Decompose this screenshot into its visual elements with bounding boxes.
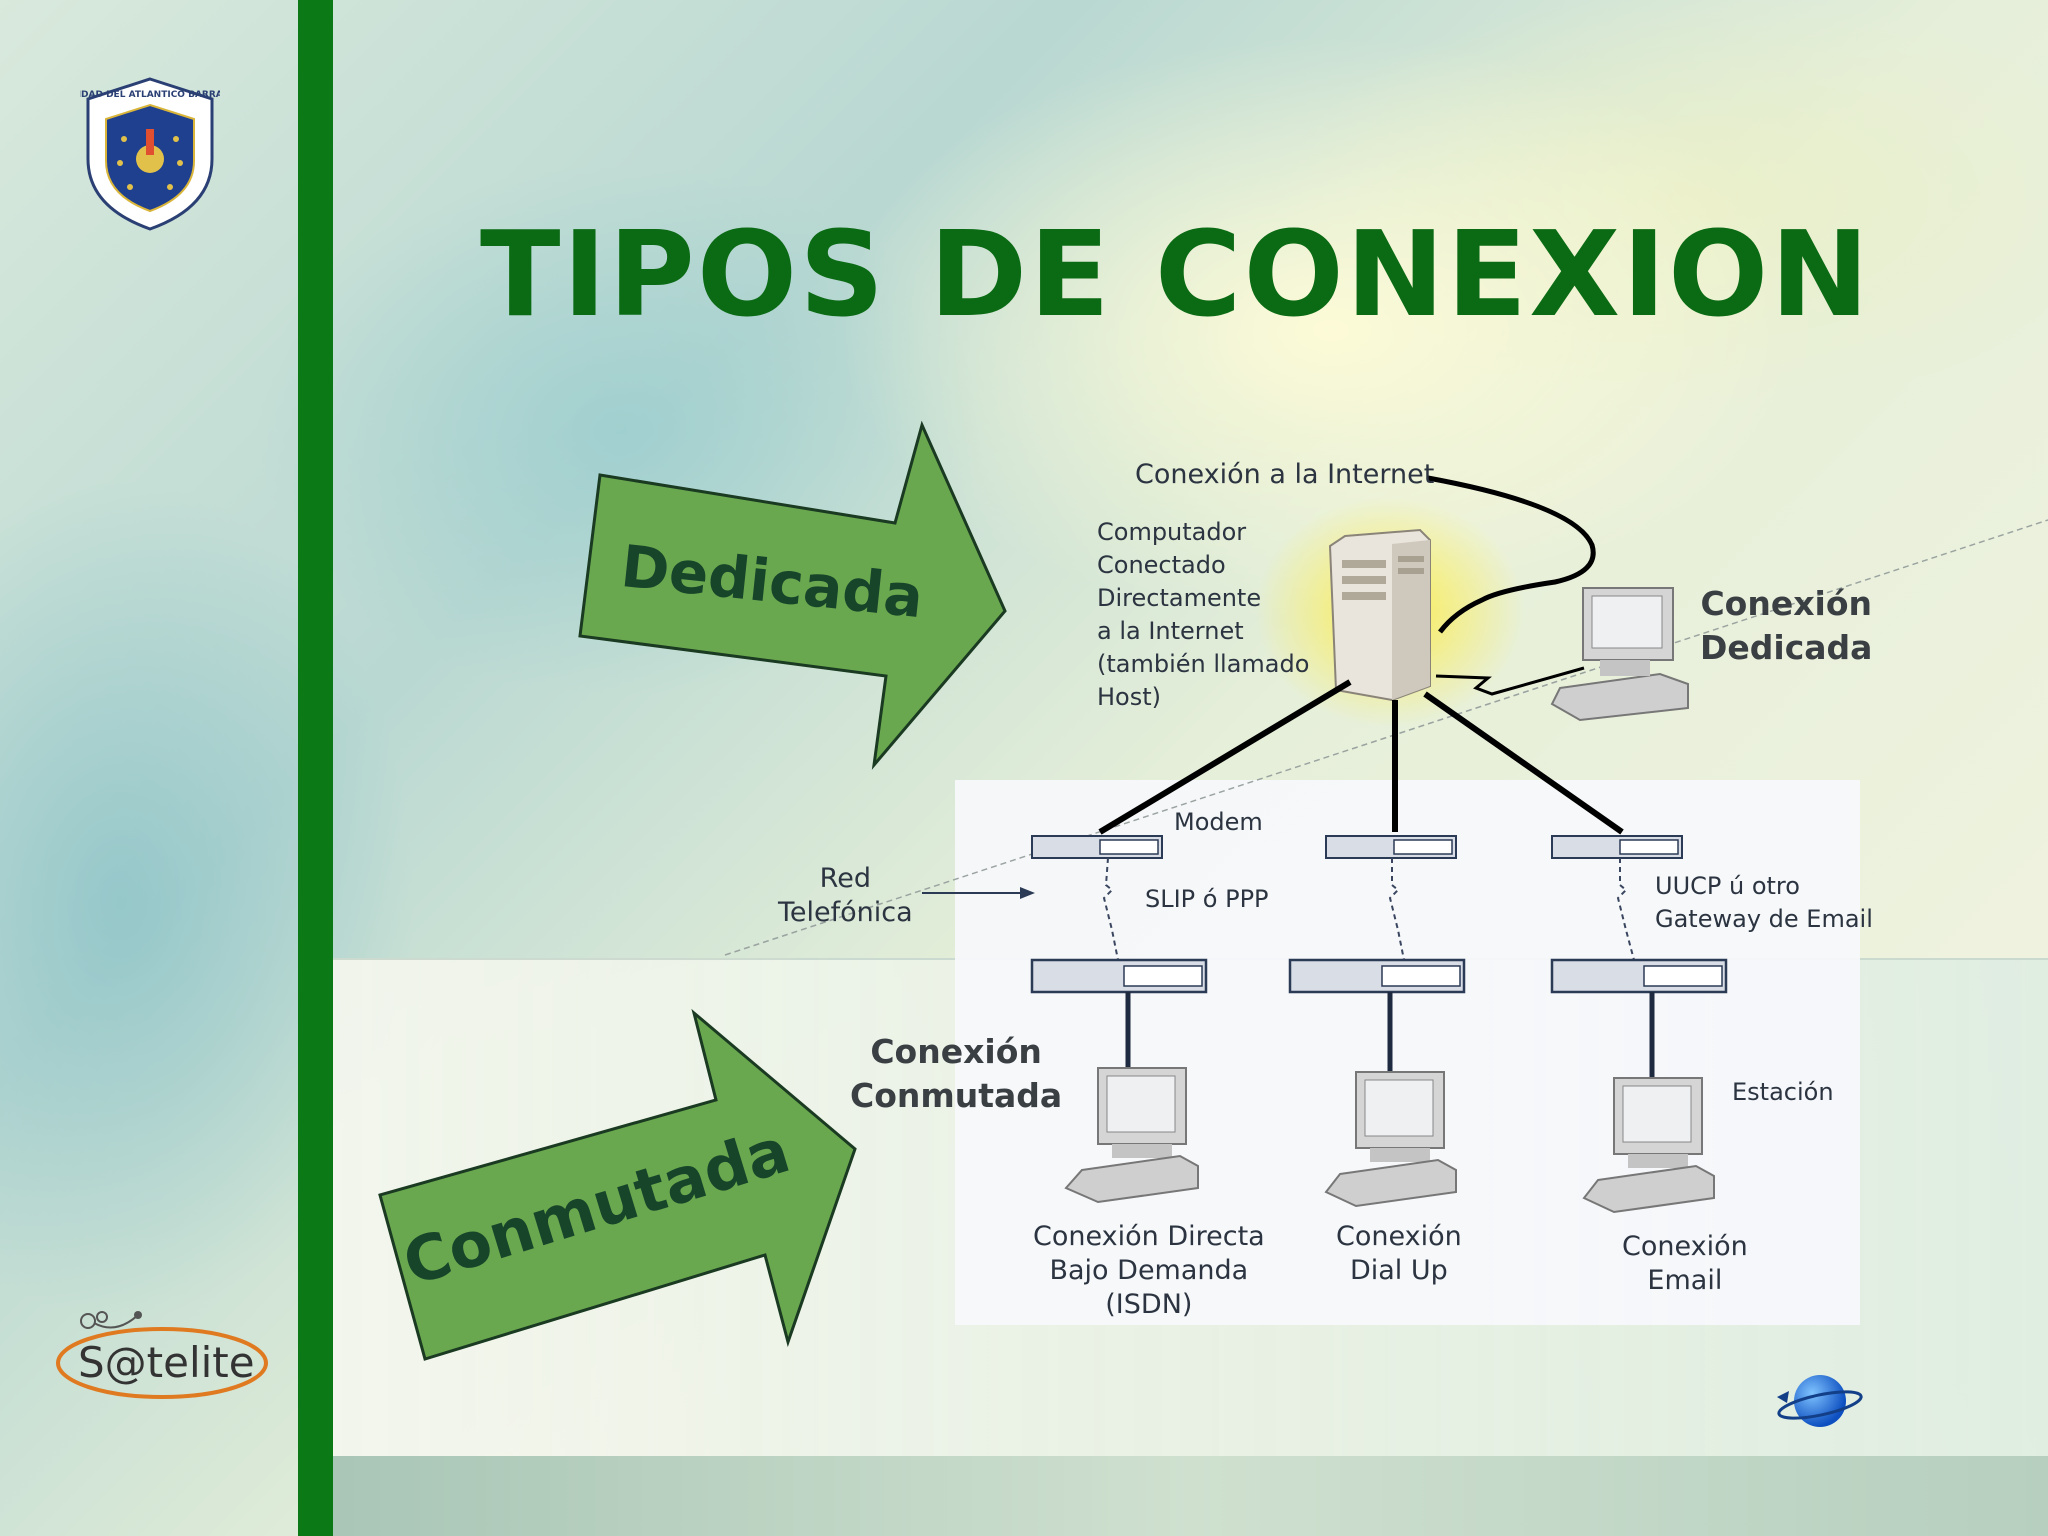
crest-text: UNIVERSIDAD DEL ATLANTICO BARRANQUILLA xyxy=(80,90,220,100)
isdn-label: Conexión Directa Bajo Demanda (ISDN) xyxy=(1033,1220,1265,1322)
email-line: Conexión xyxy=(1622,1231,1748,1262)
server-icon xyxy=(1328,528,1431,702)
dedicated-link xyxy=(1435,666,1585,696)
dedicated-line: Dedicada xyxy=(1700,628,1873,667)
dialup-label: Conexión Dial Up xyxy=(1336,1220,1462,1288)
modem-icon xyxy=(1031,835,1683,859)
page-title: TIPOS DE CONEXION xyxy=(480,205,1872,343)
dedicated-connection-label: Conexión Dedicada xyxy=(1700,582,1872,670)
globe-icon[interactable] xyxy=(1775,1365,1865,1437)
internet-cable xyxy=(1427,475,1596,634)
email-line: Email xyxy=(1647,1265,1723,1296)
host-line: Conectado xyxy=(1097,551,1226,579)
uucp-line: Gateway de Email xyxy=(1655,905,1873,933)
host-line: (también llamado xyxy=(1097,650,1310,678)
host-line: Host) xyxy=(1097,683,1162,711)
phone-network-label: Red Telefónica xyxy=(778,862,913,930)
uucp-label: UUCP ú otro Gateway de Email xyxy=(1655,870,1873,936)
university-crest-icon: UNIVERSIDAD DEL ATLANTICO BARRANQUILLA xyxy=(80,77,220,231)
dialup-line: Conexión xyxy=(1336,1221,1462,1252)
isdn-line: Bajo Demanda xyxy=(1049,1255,1249,1286)
left-accent-bar xyxy=(298,0,333,1536)
station-label: Estación xyxy=(1732,1078,1834,1106)
dedicated-line: Conexión xyxy=(1700,584,1872,623)
slip-ppp-label: SLIP ó PPP xyxy=(1145,885,1269,913)
background-guide-line xyxy=(724,519,2048,956)
phone-net-line: Red xyxy=(819,863,871,894)
switched-connection-label: Conexión Conmutada xyxy=(850,1030,1062,1118)
satelite-logo-icon: S@telite xyxy=(56,1311,268,1399)
diagram-panel xyxy=(955,780,1860,1325)
phone-net-line: Telefónica xyxy=(778,897,913,928)
dedicada-arrow xyxy=(578,420,1007,770)
internet-connection-label: Conexión a la Internet xyxy=(1135,459,1435,490)
computer-icon xyxy=(1582,1077,1715,1214)
computer-icon xyxy=(1064,1067,1199,1204)
isdn-line: (ISDN) xyxy=(1105,1289,1193,1320)
conmutada-arrow xyxy=(378,1008,857,1361)
switched-line: Conmutada xyxy=(850,1076,1063,1115)
host-line: Directamente xyxy=(1097,584,1262,612)
host-line: Computador xyxy=(1097,518,1247,546)
satelite-text: S@telite xyxy=(78,1338,255,1387)
isdn-line: Conexión Directa xyxy=(1033,1221,1265,1252)
uucp-line: UUCP ú otro xyxy=(1655,872,1800,900)
host-line: a la Internet xyxy=(1097,617,1244,645)
modem-icon xyxy=(1030,958,1728,994)
computer-icon xyxy=(1324,1071,1457,1208)
dialup-line: Dial Up xyxy=(1349,1255,1448,1286)
modem-label: Modem xyxy=(1174,808,1263,836)
bottom-strip xyxy=(333,1456,2048,1536)
host-description: Computador Conectado Directamente a la I… xyxy=(1097,516,1309,714)
computer-icon xyxy=(1550,587,1689,722)
switched-line: Conexión xyxy=(870,1032,1042,1071)
email-label: Conexión Email xyxy=(1622,1230,1748,1298)
